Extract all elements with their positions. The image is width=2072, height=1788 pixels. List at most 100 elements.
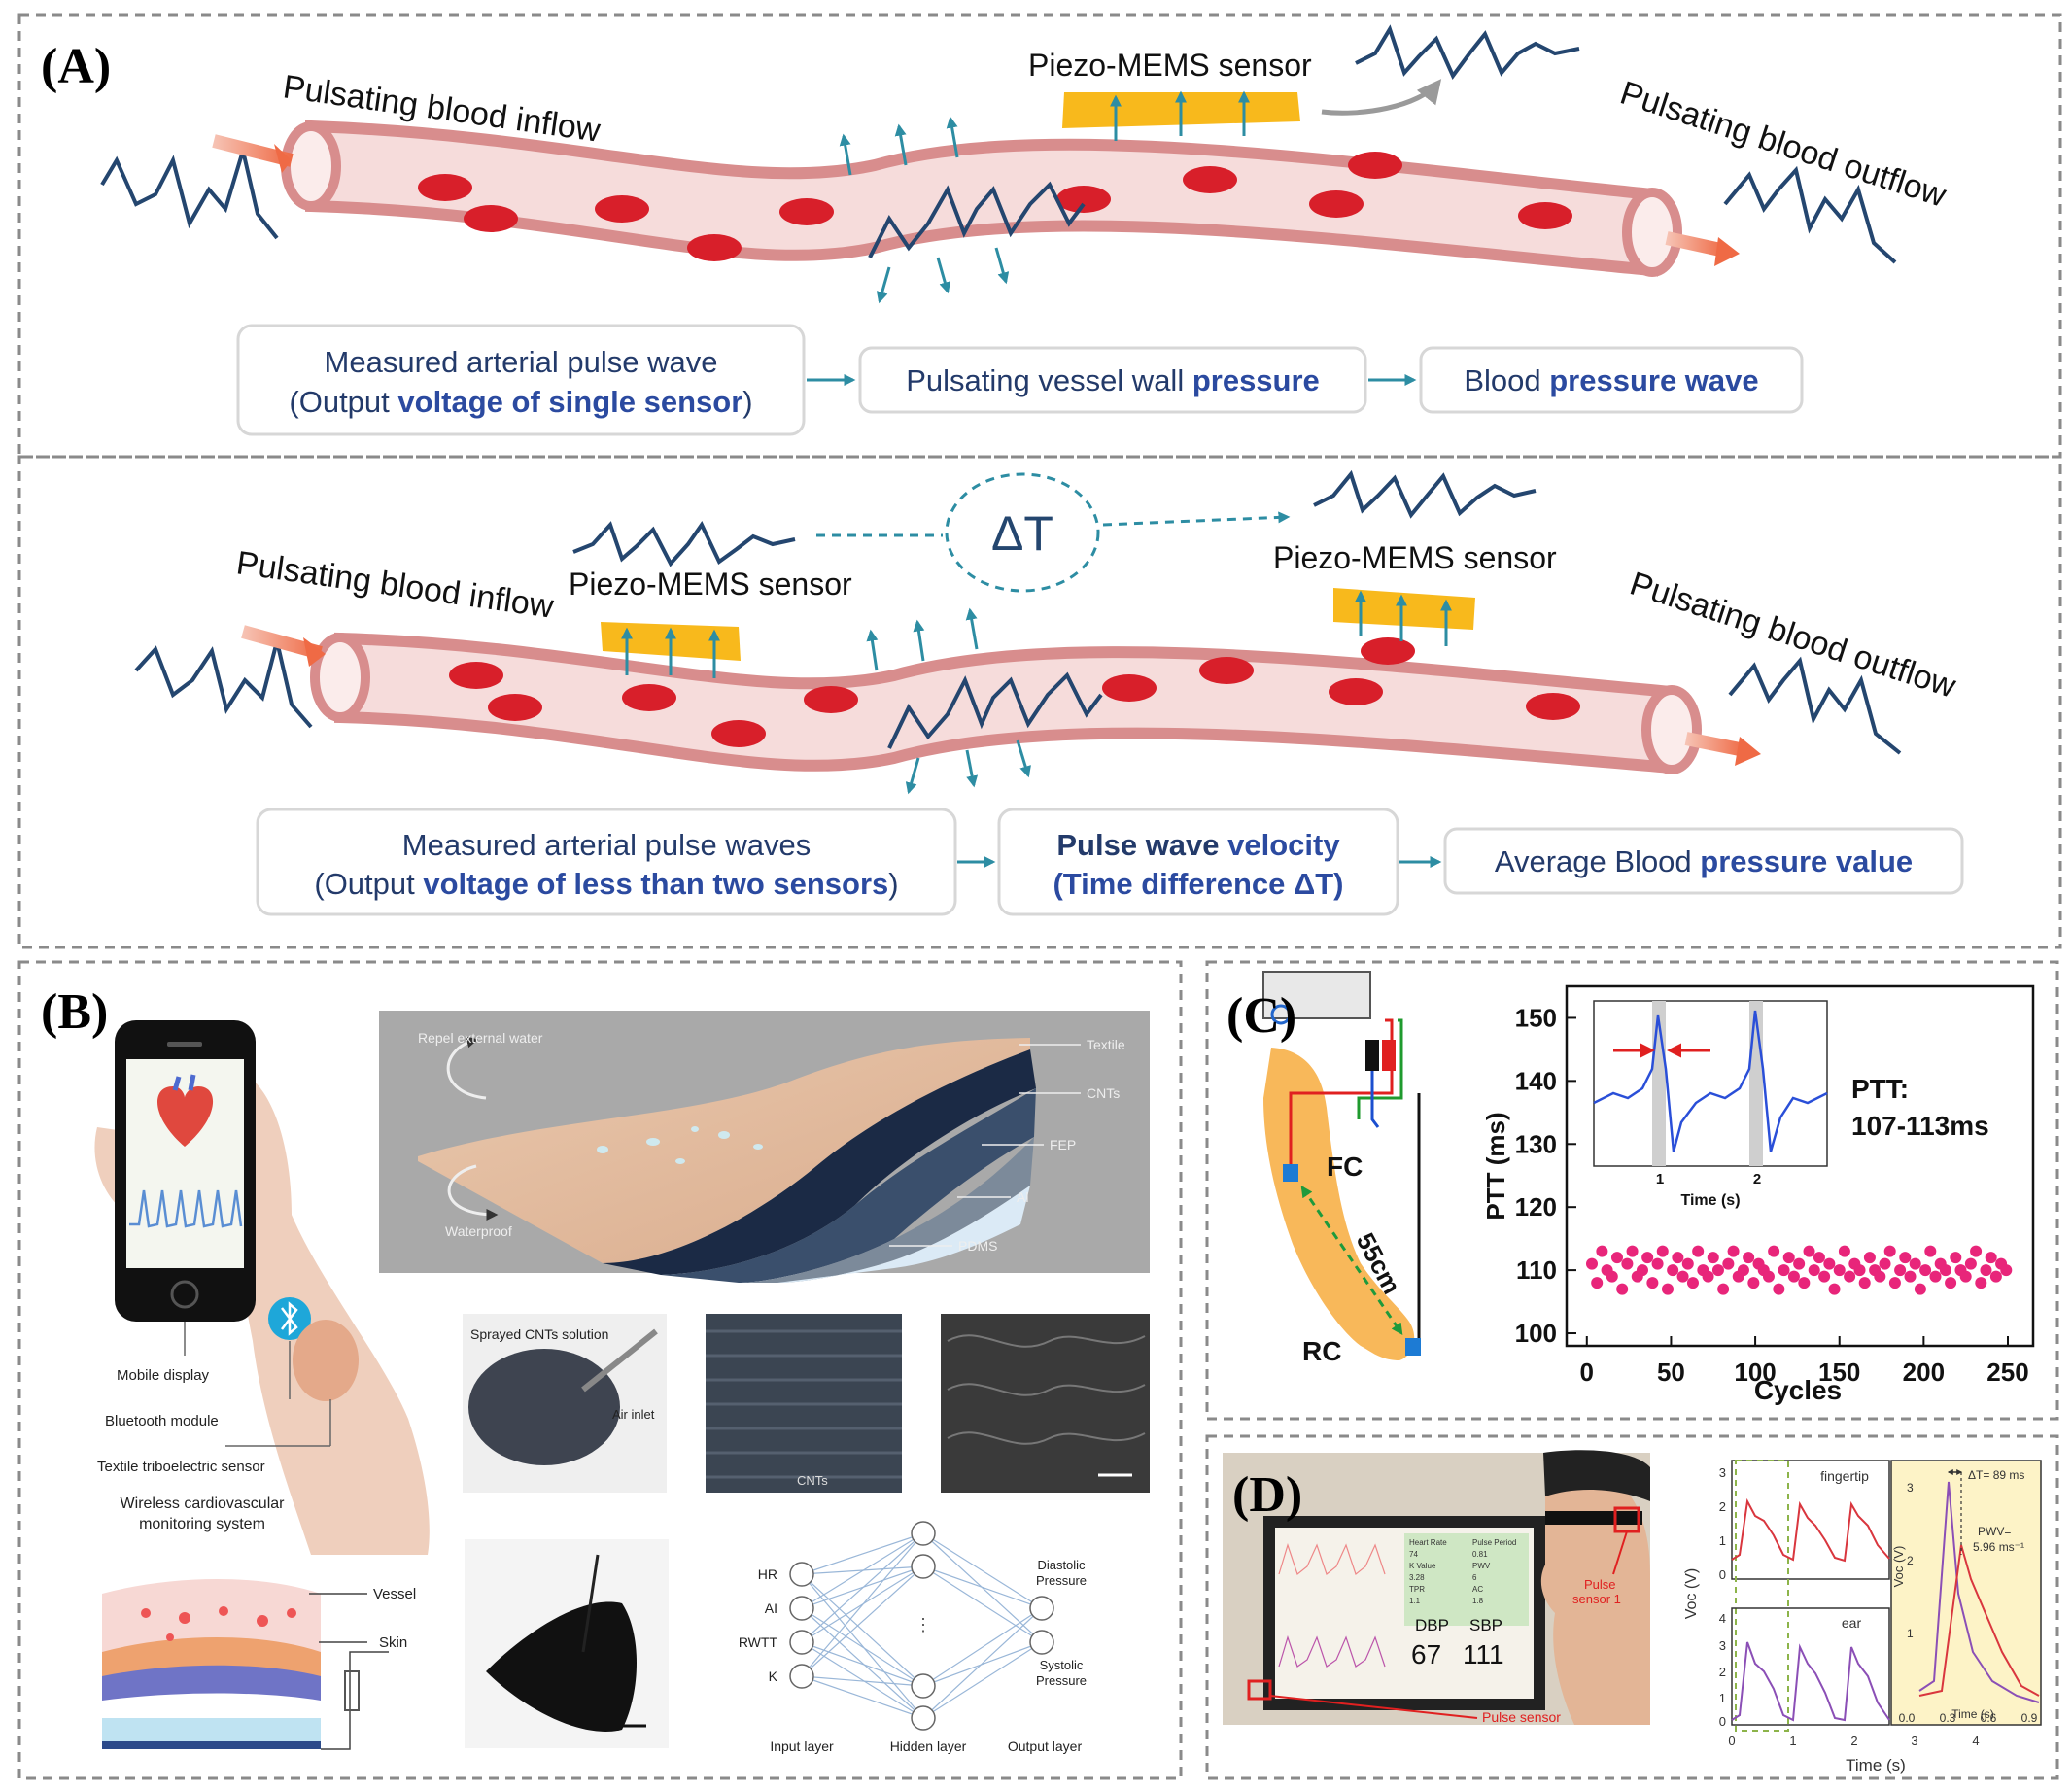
waterproof-label: Waterproof: [445, 1223, 512, 1239]
box-pwv-l2: (Time difference ΔT): [1053, 867, 1343, 901]
input-layer-label: Input layer: [770, 1738, 834, 1754]
outflow-arrow: [1665, 231, 1727, 258]
repel-arrow: [446, 1036, 487, 1100]
sprayed-label: Sprayed CNTs solution: [470, 1326, 608, 1342]
zoom-inset-frame: [1890, 1460, 2042, 1726]
svg-text:1.8: 1.8: [1472, 1597, 1484, 1605]
ptt-plot-frame: [1565, 984, 2035, 1348]
layer-label-pdms: PDMS: [958, 1238, 997, 1254]
panel-b-leaders: [184, 1322, 331, 1447]
ptt-point: [1596, 1245, 1608, 1257]
delta-t-line-right: [1102, 511, 1291, 527]
inset-xlabel: Time (s): [1680, 1192, 1740, 1209]
ptt-point: [1610, 1252, 1623, 1264]
panel-a-top: (A) Pulsating blood inflow Pulsating blo…: [41, 24, 1951, 436]
bluetooth-module-label: Bluetooth module: [105, 1413, 219, 1429]
ptt-point: [1717, 1283, 1730, 1295]
phone-ecg-wave: [129, 1189, 243, 1228]
signal-arrow: [1321, 79, 1442, 116]
svg-text:2: 2: [1850, 1734, 1857, 1748]
svg-text:1: 1: [1719, 1691, 1726, 1705]
dt-label: ΔT= 89 ms: [1968, 1468, 2024, 1482]
ptt-point: [1985, 1252, 1997, 1264]
cnts-label: CNTs: [797, 1473, 828, 1488]
layer-cnts: [603, 1049, 1036, 1275]
ptt-point: [1778, 1264, 1790, 1277]
voc-ylabel: Voc (V): [1683, 1568, 1700, 1619]
ptt-point: [1727, 1245, 1740, 1257]
ptt-point: [1945, 1277, 1957, 1289]
ptt-point: [1883, 1245, 1896, 1257]
box-measured-waves-l2: (Output voltage of less than two sensors…: [314, 867, 898, 901]
svg-text:3: 3: [1719, 1465, 1726, 1480]
ptt-point: [1803, 1245, 1815, 1257]
svg-text:2: 2: [1719, 1499, 1726, 1514]
air-inlet-label: Air inlet: [612, 1407, 655, 1422]
ptt-point: [1964, 1257, 1977, 1270]
ptt-point: [1686, 1277, 1699, 1289]
ptt-point: [1844, 1270, 1856, 1283]
outflow-label-2: Pulsating blood outflow: [1626, 565, 1961, 705]
flow-boxes-top: Measured arterial pulse wave (Output vol…: [236, 324, 1804, 436]
ptt-point: [1667, 1264, 1679, 1277]
skin-layer-purple: [102, 1665, 321, 1701]
ptt-inset-frame: [1593, 1000, 1828, 1167]
layer-fep: [661, 1088, 1036, 1283]
ptt-ylabel: PTT (ms): [1481, 1112, 1510, 1220]
ptt-point: [1722, 1257, 1735, 1270]
svg-text:0: 0: [1719, 1714, 1726, 1729]
ptt-point: [1975, 1277, 1987, 1289]
ptt-xlabel: Cycles: [1754, 1375, 1842, 1405]
ptt-point: [1888, 1277, 1901, 1289]
rc-label: RC: [1302, 1336, 1341, 1366]
screen-sbp-label: SBP: [1469, 1616, 1502, 1634]
delta-t-circle: [945, 472, 1100, 593]
ptt-point: [1661, 1283, 1674, 1295]
electrode-fc: [1283, 1164, 1298, 1182]
zoom-inset: ΔT= 89 ms PWV= 5.96 ms⁻¹ 3 2 1 Voc (V) 0…: [1890, 1460, 2042, 1726]
black-fabric: [486, 1601, 637, 1732]
system-label-l1: Wireless cardiovascular: [121, 1496, 286, 1512]
pwv-l2: 5.96 ms⁻¹: [1973, 1540, 2024, 1554]
box-average-bp-text: Average Blood pressure value: [1495, 844, 1913, 878]
screen-red-waves: [1278, 1543, 1386, 1576]
ptt-ytick-label: 100: [1515, 1319, 1557, 1348]
box-measured-waves-l1: Measured arterial pulse waves: [402, 828, 811, 862]
ptt-point: [1621, 1257, 1634, 1270]
box-blood-pressure-wave-text: Blood pressure wave: [1464, 363, 1758, 397]
water-droplets: [597, 1126, 763, 1164]
person-hair: [1543, 1450, 1650, 1501]
zoom-ear-line: [1918, 1481, 2040, 1703]
box-blood-pressure-wave: [1419, 346, 1804, 414]
layer-label-textile: Textile: [1087, 1037, 1125, 1052]
fingertip-line: [1731, 1497, 1890, 1563]
svg-text:4: 4: [1972, 1734, 1979, 1748]
vessel-label: Vessel: [373, 1586, 416, 1602]
ptt-point: [1651, 1257, 1664, 1270]
ptt-point: [1929, 1270, 1942, 1283]
pulse-waves-2: [134, 469, 1902, 755]
textile-sensor-patch: [293, 1320, 359, 1401]
nn-nodes: [789, 1521, 1054, 1731]
ptt-point: [1980, 1264, 1992, 1277]
ptt-xtick-label: 200: [1903, 1358, 1945, 1387]
skin-label: Skin: [379, 1634, 407, 1651]
pulse-sensor-label: Pulse sensor: [1482, 1709, 1561, 1725]
ptt-point: [1681, 1257, 1694, 1270]
output-layer-label: Output layer: [1008, 1738, 1083, 1754]
sensor-arrows-2: [621, 590, 1452, 678]
ptt-point: [1793, 1257, 1806, 1270]
wall-pressure-arrows-2: [866, 607, 1031, 795]
svg-text:0: 0: [1719, 1567, 1726, 1582]
ptt-point: [1702, 1270, 1714, 1283]
box-wall-pressure: [858, 346, 1367, 414]
svg-text:1.1: 1.1: [1409, 1597, 1421, 1605]
ptt-point: [1743, 1252, 1755, 1264]
ptt-point: [1773, 1283, 1785, 1295]
ptt-xtick-label: 0: [1580, 1358, 1594, 1387]
svg-text:0.6: 0.6: [1981, 1711, 1997, 1725]
